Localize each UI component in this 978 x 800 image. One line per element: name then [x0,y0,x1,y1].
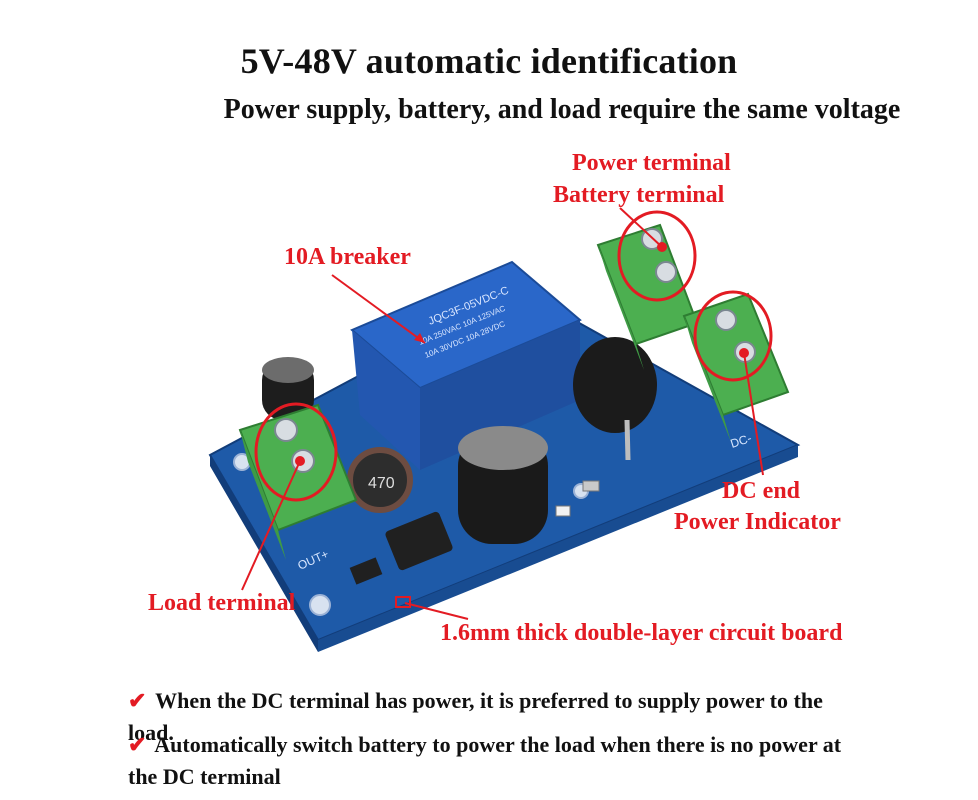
check-mark-icon: ✔ [128,688,147,713]
battery-terminal-label: Battery terminal [553,182,725,208]
inductor-marking: 470 [368,475,395,492]
power-indicator-label: Power Indicator [674,509,841,535]
callout-ellipse [254,402,338,502]
power-terminal-front [598,245,644,370]
relay-side [420,320,580,470]
board-thickness-label: 1.6mm thick double-layer circuit board [440,620,843,646]
callout-line [404,602,469,620]
feature-bullet-text: When the DC terminal has power, it is pr… [128,688,823,745]
dc-end-label: DC end [722,478,801,504]
check-mark-icon: ✔ [128,732,147,757]
page-subtitle: Power supply, battery, and load require … [223,94,901,125]
callout-arrow [414,333,425,343]
load-terminal-front [240,430,286,560]
inductor [347,447,413,513]
transistor [573,337,657,433]
feature-bullet: ✔ Automatically switch battery to power … [128,729,868,793]
screw-icon [715,309,737,331]
diode [349,557,383,585]
power-terminal-label: Power terminal [572,150,731,176]
feature-bullet: ✔ When the DC terminal has power, it is … [128,685,868,749]
board-edge-marker [395,596,411,608]
callout-line [619,207,663,248]
callout-dot [657,242,667,252]
screw-icon [274,418,298,442]
indicator-smd [582,480,600,492]
pcb-edge-right [318,445,798,652]
ic-chip [385,511,453,571]
page-title: 5V-48V automatic identification [240,41,738,81]
load-terminal-label: Load terminal [148,590,296,616]
callout-line [743,352,764,476]
transistor-leg [624,419,631,461]
breaker-label: 10A breaker [284,244,411,270]
callout-line [241,460,301,591]
pcb-edge [210,455,318,652]
feature-bullet-text: Automatically switch battery to power th… [128,732,842,789]
power-led [555,505,571,517]
callout-ellipse [693,290,773,382]
mounting-hole [309,594,331,616]
callout-line [331,274,426,344]
callout-ellipse [617,210,697,302]
small-capacitor-top [262,357,314,383]
screw-icon [655,261,677,283]
large-capacitor-top [458,426,548,470]
callout-dot [739,348,749,358]
callout-dot [295,456,305,466]
relay-front [352,330,420,470]
dc-silkscreen: DC- [729,431,754,451]
